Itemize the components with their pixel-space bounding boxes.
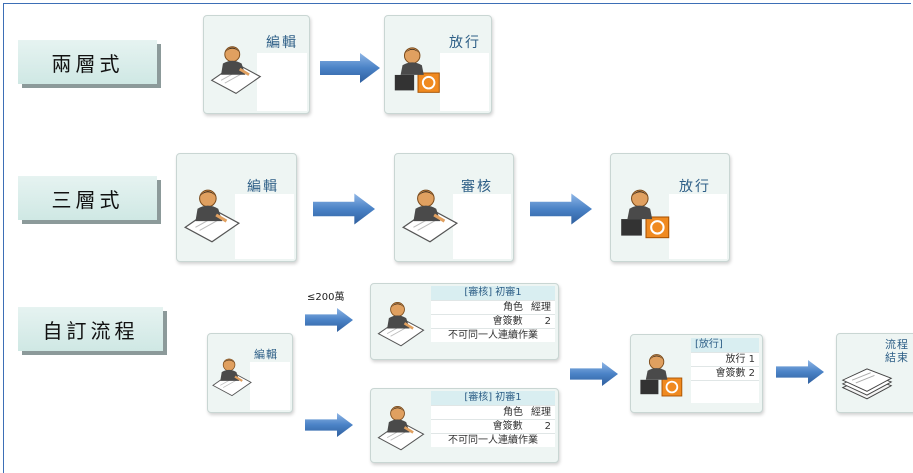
review-bottom-header: [審核] 初審1 bbox=[431, 391, 555, 405]
end-line-2: 結束 bbox=[885, 351, 909, 364]
sign-value: 2 bbox=[544, 316, 551, 327]
release-row-1: 放行 1 bbox=[691, 352, 759, 366]
arrow-right-icon bbox=[305, 412, 353, 438]
condition-label: ≤200萬 bbox=[307, 292, 345, 303]
label-three-tier: 三層式 bbox=[18, 176, 157, 220]
sign-label: 會簽數 bbox=[492, 421, 523, 432]
person-release-icon bbox=[615, 182, 677, 252]
review-bottom-note-row: 不可同一人連續作業 bbox=[431, 433, 555, 447]
person-editing-icon bbox=[210, 352, 254, 404]
arrow-right-icon bbox=[305, 307, 353, 333]
person-release-icon bbox=[635, 349, 689, 407]
person-release-icon bbox=[389, 42, 447, 104]
arrow-right-icon bbox=[570, 362, 618, 386]
three-tier-review-card: 審核 bbox=[394, 153, 514, 262]
note: 不可同一人連續作業 bbox=[448, 435, 538, 446]
custom-release-card: [放行] 放行 1 會簽數 2 bbox=[630, 334, 763, 413]
person-reviewing-icon bbox=[375, 401, 427, 457]
diagram-frame bbox=[3, 3, 911, 473]
release-count: 放行 1 bbox=[725, 354, 755, 365]
role-label: 角色 bbox=[503, 302, 523, 313]
review-top-role-row: 角色經理 bbox=[431, 300, 555, 314]
release-row-2: 會簽數 2 bbox=[691, 366, 759, 380]
arrow-right-icon bbox=[776, 360, 824, 384]
review-top-note-row: 不可同一人連續作業 bbox=[431, 328, 555, 342]
sign-value: 2 bbox=[544, 421, 551, 432]
flow-end-title: 流程 結束 bbox=[885, 338, 909, 364]
person-editing-icon bbox=[181, 182, 243, 252]
three-tier-edit-card: 編輯 bbox=[176, 153, 297, 262]
person-reviewing-icon bbox=[375, 296, 427, 354]
three-tier-review-title: 審核 bbox=[461, 179, 493, 195]
review-bottom-card: [審核] 初審1 角色經理 會簽數 2 不可同一人連續作業 bbox=[370, 388, 559, 463]
review-bottom-sign-row: 會簽數 2 bbox=[431, 419, 555, 433]
review-top-table: [審核] 初審1 角色經理 會簽數 2 不可同一人連續作業 bbox=[431, 286, 555, 342]
three-tier-edit-title: 編輯 bbox=[247, 179, 279, 195]
release-blank-row bbox=[691, 380, 759, 403]
arrow-right-icon bbox=[530, 193, 592, 225]
two-tier-edit-title: 編輯 bbox=[266, 35, 298, 51]
two-tier-release-title: 放行 bbox=[449, 35, 481, 51]
custom-release-header: [放行] bbox=[691, 338, 759, 352]
custom-edit-card: 編輯 bbox=[207, 333, 293, 413]
label-custom-flow: 自訂流程 bbox=[18, 307, 163, 351]
release-sign-count: 會簽數 2 bbox=[715, 368, 755, 379]
two-tier-edit-card: 編輯 bbox=[203, 15, 310, 114]
two-tier-release-card: 放行 bbox=[384, 15, 492, 114]
note: 不可同一人連續作業 bbox=[448, 330, 538, 341]
review-bottom-table: [審核] 初審1 角色經理 會簽數 2 不可同一人連續作業 bbox=[431, 391, 555, 447]
three-tier-release-title: 放行 bbox=[679, 179, 711, 195]
sign-label: 會簽數 bbox=[492, 316, 523, 327]
custom-edit-title: 編輯 bbox=[254, 348, 278, 361]
three-tier-release-card: 放行 bbox=[610, 153, 730, 262]
person-editing-icon bbox=[208, 40, 264, 102]
role-label: 角色 bbox=[503, 407, 523, 418]
review-top-header: [審核] 初審1 bbox=[431, 286, 555, 300]
arrow-right-icon bbox=[320, 53, 380, 83]
review-top-card: [審核] 初審1 角色經理 會簽數 2 不可同一人連續作業 bbox=[370, 283, 559, 360]
custom-release-table: [放行] 放行 1 會簽數 2 bbox=[691, 338, 759, 403]
person-reviewing-icon bbox=[399, 182, 461, 252]
flow-end-card: 流程 結束 bbox=[836, 333, 913, 413]
label-two-tier: 兩層式 bbox=[18, 40, 157, 84]
review-bottom-role-row: 角色經理 bbox=[431, 405, 555, 419]
role-value: 經理 bbox=[531, 407, 551, 418]
review-top-sign-row: 會簽數 2 bbox=[431, 314, 555, 328]
role-value: 經理 bbox=[531, 302, 551, 313]
end-line-1: 流程 bbox=[885, 338, 909, 351]
arrow-right-icon bbox=[313, 193, 375, 225]
